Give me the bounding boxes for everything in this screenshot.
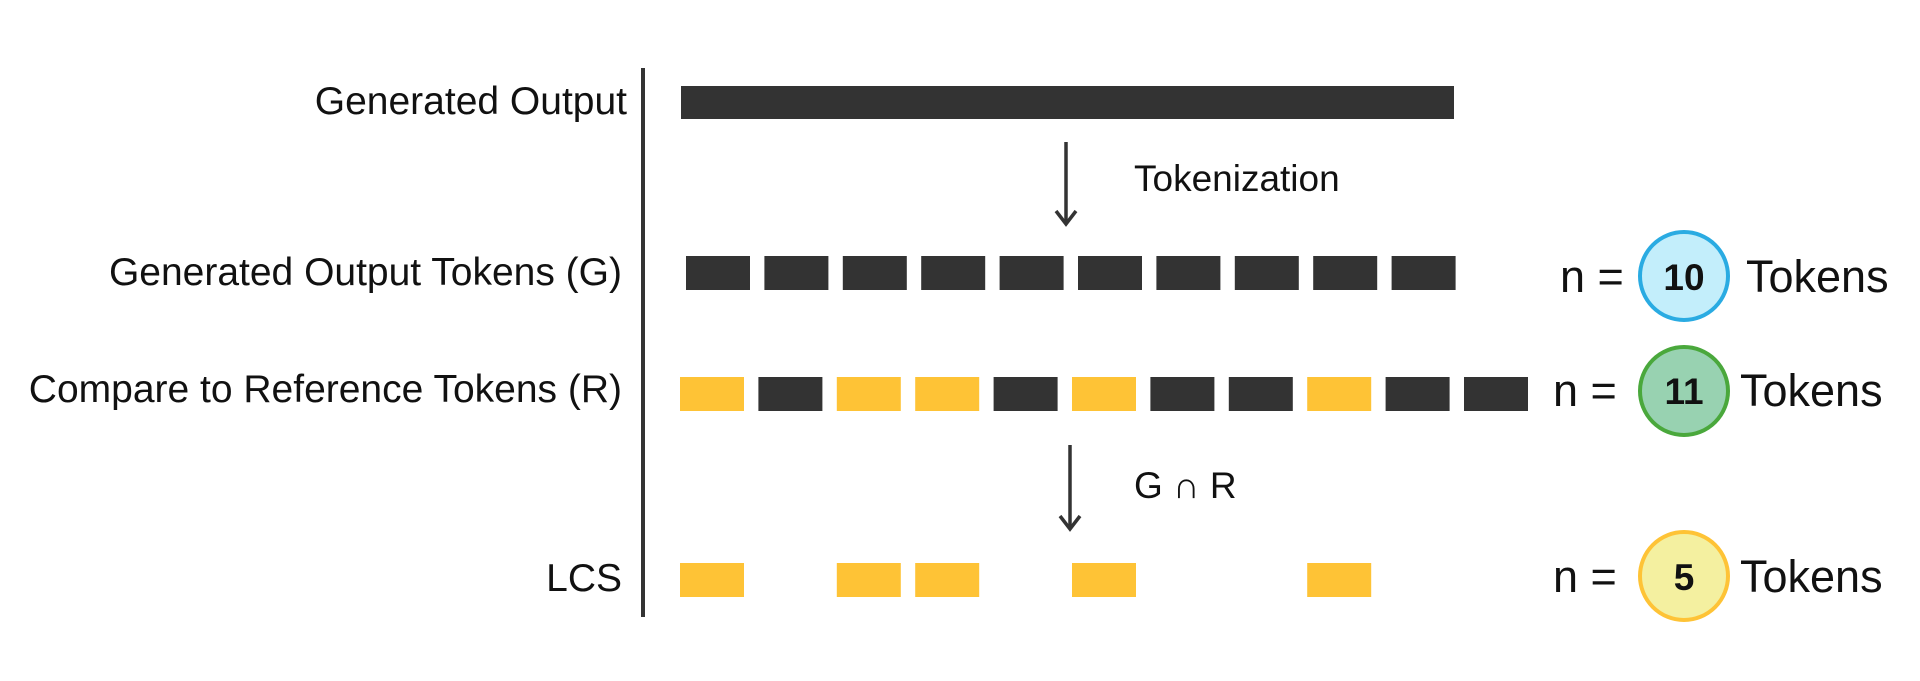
generated-tokens-row [686, 256, 1456, 290]
token-match [680, 563, 744, 597]
reference-tokens-row [680, 377, 1528, 411]
tokenization-arrow [1054, 142, 1078, 227]
token-match [1307, 563, 1372, 597]
count-prefix: n = [1560, 251, 1624, 302]
token-match [836, 377, 901, 411]
generated-output-bar [681, 86, 1454, 119]
token [1464, 377, 1528, 411]
tokenization-label: Tokenization [1134, 158, 1340, 199]
count-prefix: n = [1553, 551, 1617, 602]
row-label-generated-output: Generated Output [315, 80, 627, 123]
intersection-label: G ∩ R [1134, 465, 1237, 506]
token-match [915, 563, 980, 597]
count-suffix: Tokens [1740, 365, 1883, 416]
count-prefix: n = [1553, 365, 1617, 416]
count-suffix: Tokens [1746, 251, 1889, 302]
token [764, 256, 829, 290]
row-label-lcs: LCS [546, 557, 622, 600]
token [1385, 377, 1450, 411]
count-badge-circle [1638, 530, 1730, 622]
count-suffix: Tokens [1740, 551, 1883, 602]
token-match [1307, 377, 1372, 411]
token [1391, 256, 1456, 290]
token [1228, 377, 1293, 411]
count-value: 5 [1674, 557, 1695, 598]
token [842, 256, 907, 290]
token [1078, 256, 1142, 290]
token-match [680, 377, 744, 411]
token [758, 377, 823, 411]
token [921, 256, 986, 290]
token [686, 256, 750, 290]
lcs-tokens-row [680, 563, 1372, 597]
count-lcs: n = 5 Tokens [1553, 530, 1883, 622]
token [1234, 256, 1299, 290]
count-value: 10 [1663, 257, 1704, 298]
count-reference: n = 11 Tokens [1553, 345, 1883, 437]
count-value: 11 [1664, 371, 1703, 412]
token-match [1072, 563, 1136, 597]
token [1313, 256, 1378, 290]
token [1150, 377, 1215, 411]
row-label-reference-tokens: Compare to Reference Tokens (R) [29, 368, 622, 411]
token [993, 377, 1058, 411]
token-match [1072, 377, 1136, 411]
token-match [915, 377, 980, 411]
count-badge-circle [1638, 345, 1730, 437]
token-match [836, 563, 901, 597]
row-label-generated-tokens: Generated Output Tokens (G) [109, 251, 622, 294]
count-badge-circle [1638, 230, 1730, 322]
token [999, 256, 1064, 290]
token [1156, 256, 1221, 290]
count-generated: n = 10 Tokens [1560, 230, 1889, 322]
intersection-arrow [1058, 445, 1082, 532]
